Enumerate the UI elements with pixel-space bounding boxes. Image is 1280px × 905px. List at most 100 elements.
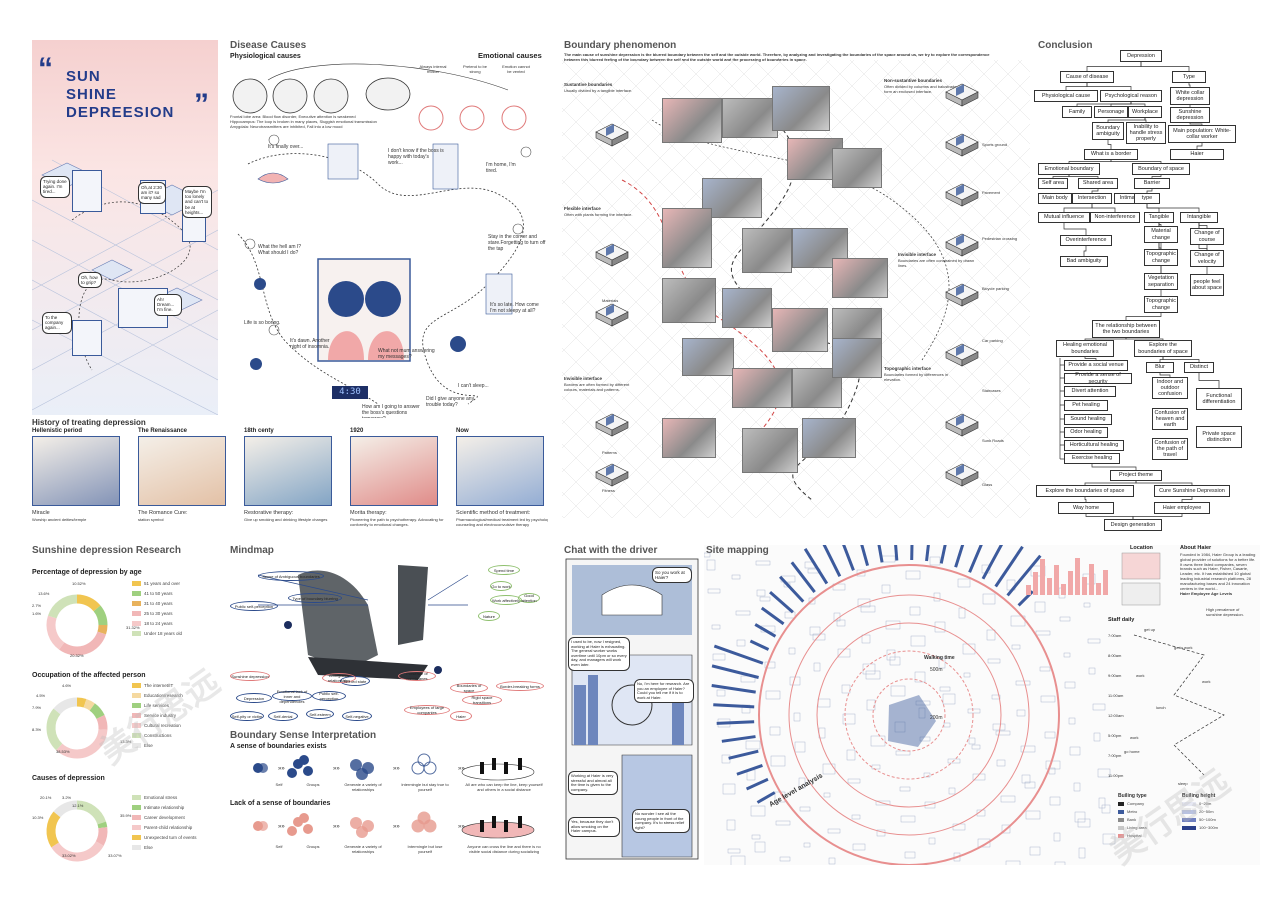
sense-arrow: »»: [278, 824, 285, 830]
sense-dot: [350, 759, 362, 771]
tree-link: [1091, 464, 1137, 470]
map-block: [962, 643, 976, 655]
map-block: [1068, 717, 1076, 725]
site-photo: [722, 98, 778, 138]
legend-label: 100~300m: [1199, 825, 1219, 830]
grid-line: [851, 339, 1030, 518]
legend-swatch: [132, 621, 141, 626]
conclusion-box-func: Functional differentiation: [1196, 388, 1242, 410]
map-block: [808, 597, 816, 605]
site-photo: [772, 86, 830, 131]
legend-row: Service industry: [132, 713, 176, 718]
legend-row: 50~100m: [1182, 817, 1216, 822]
map-block: [788, 647, 796, 655]
iso-label: Bicycle parking: [982, 286, 1009, 291]
sense-arrow: »»: [333, 824, 340, 830]
map-block: [832, 583, 846, 591]
emo-item-1: Always internal friction: [419, 64, 447, 74]
conclusion-box-root: Depression: [1120, 50, 1162, 62]
era-title: The Renaissance: [138, 428, 188, 434]
comic-line-9: What not mum answering my messages?: [378, 348, 435, 360]
map-block: [1015, 680, 1031, 686]
map-block: [976, 809, 986, 817]
sense-step-a: Intermingle but stay true to yourself: [401, 782, 449, 792]
mindmap-node: Public self-perception: [312, 691, 346, 701]
age-bar: [756, 791, 776, 804]
mindmap-node: Go to work: [490, 581, 512, 591]
map-block: [971, 744, 981, 750]
map-block: [823, 792, 831, 798]
age-bar: [721, 735, 756, 743]
walking-time: Walking time: [924, 655, 955, 661]
map-block: [852, 843, 866, 851]
map-block: [933, 592, 941, 602]
employee-age-bar: [1054, 565, 1059, 595]
conclusion-box-barrier: Barrier: [1134, 178, 1170, 189]
map-block: [1083, 602, 1091, 608]
map-block: [1074, 811, 1086, 823]
sense-arrow: »»: [458, 824, 465, 830]
legend-swatch: [1182, 809, 1196, 814]
title-line-1: SUN: [66, 68, 101, 85]
map-block: [798, 777, 806, 789]
iso-label: Car parking: [982, 338, 1003, 343]
map-block: [918, 707, 926, 719]
legend-label: Else: [144, 743, 153, 748]
mindmap-node: Sense of Ambiguous boundaries: [258, 571, 324, 581]
boundary-type-desc: Boundaries formed by differences in elev…: [884, 372, 948, 382]
map-block: [942, 693, 956, 705]
era-subcaption: Pharmacological/medical treatment led by…: [456, 517, 548, 527]
map-block: [977, 838, 991, 848]
map-block: [885, 620, 901, 630]
legend-row: 0~20m: [1182, 801, 1211, 806]
legend-row: Parent-child relationship: [132, 825, 192, 830]
legend-label: Cultural recreation: [144, 723, 181, 728]
legend-label: 18 to 24 years: [144, 621, 173, 626]
legend-label: 50~100m: [1199, 817, 1216, 822]
iso-label: Staircases: [982, 388, 1001, 393]
map-block: [995, 730, 1011, 736]
boundary-type-title: Invisible interface: [564, 376, 603, 381]
map-block: [1054, 861, 1066, 865]
map-block: [1073, 782, 1081, 792]
donut-segment: [53, 800, 78, 818]
emo-item-3: Emotion cannot be vented: [502, 64, 530, 74]
map-block: [915, 700, 931, 706]
iso-block-icon: [592, 118, 629, 147]
conclusion-box-horti: Horticultural healing: [1064, 440, 1124, 451]
staff-activity: work: [1202, 679, 1211, 684]
conclusion-box-explore: Explore the boundaries of space: [1134, 340, 1192, 357]
iso-block-icon: [942, 278, 979, 307]
sense-ground: [461, 821, 535, 839]
conclusion-box-mainpop: Main population: White-collar worker: [1168, 125, 1236, 143]
legend-label: 31 to 40 years: [144, 601, 173, 606]
pie-value: 38.53%: [56, 749, 70, 754]
map-block: [793, 712, 801, 722]
quote-open: “: [38, 52, 53, 85]
map-block: [1045, 760, 1061, 770]
distance-ring: [872, 678, 946, 752]
comic-line-5: Stay in the corner and stare.Forgetting …: [488, 234, 546, 252]
grid-line: [562, 60, 567, 65]
legend-row: Hospital: [1118, 833, 1141, 838]
person-figure: [504, 820, 508, 832]
mindmap-title: Mindmap: [230, 545, 274, 556]
ring-label-2: 500m: [930, 667, 943, 673]
boundary-type-title: Flexible interface: [564, 206, 601, 211]
research-panel: Sunshine depression Research Percentage …: [32, 545, 222, 865]
legend-row: Metro: [1118, 809, 1137, 814]
conclusion-box-border: What is a border: [1084, 149, 1138, 160]
conclusion-box-pet: Pet healing: [1064, 400, 1108, 411]
conclusion-box-divert: Divert attention: [1064, 386, 1116, 397]
mindmap-node: Ambiguous relationships: [322, 673, 356, 683]
sense-dot: [258, 763, 268, 773]
donut-segment: [46, 708, 63, 751]
mindmap-node: Good attention: [518, 593, 540, 603]
staff-activity: work: [1136, 673, 1145, 678]
era-subcaption: Pioneering the path to psychotherapy. Ad…: [350, 517, 444, 527]
map-block: [1016, 709, 1026, 717]
age-bar: [713, 703, 755, 709]
legend-row: 41 to 50 years: [132, 591, 173, 596]
chat-line-5: No wonder I see all the young people in …: [632, 809, 690, 834]
map-block: [996, 759, 1006, 767]
